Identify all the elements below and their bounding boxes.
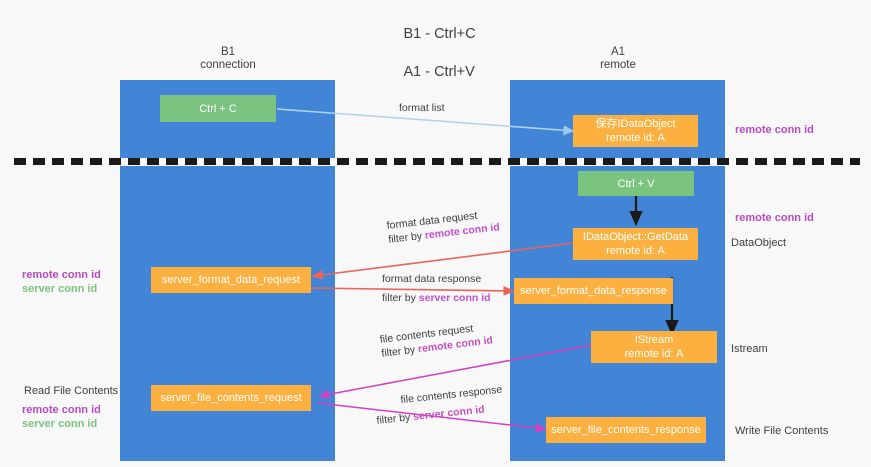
- node-idataobject-getdata-line-1: IDataObject::GetData: [582, 231, 689, 243]
- arrow-file-contents-response: [317, 402, 547, 433]
- node-server-file-contents-request[interactable]: server_file_contents_request: [151, 385, 311, 411]
- node-ctrl-c[interactable]: Ctrl + C: [160, 95, 276, 122]
- title-line-2: A1 - Ctrl+V: [403, 64, 475, 80]
- node-server-file-contents-request-label: server_file_contents_request: [160, 392, 302, 404]
- left-label-read-file-contents: Read File Contents: [24, 385, 119, 397]
- edge-label-format-data-response: format data response filter by server co…: [382, 272, 491, 305]
- node-server-format-data-response-label: server_format_data_response: [520, 285, 667, 297]
- node-idataobject-getdata[interactable]: IDataObject::GetData remote id: A: [573, 228, 698, 260]
- node-server-format-data-response[interactable]: server_format_data_response: [514, 278, 673, 304]
- arrow-file-contents-request: [318, 344, 593, 399]
- right-label-istream: Istream: [731, 343, 768, 355]
- node-server-format-data-request[interactable]: server_format_data_request: [151, 267, 311, 293]
- right-label-remote-conn-id-mid: remote conn id: [735, 212, 814, 224]
- column-header-b1-subtitle: connection: [200, 59, 256, 71]
- node-server-file-contents-response-label: server_file_contents_response: [551, 424, 701, 436]
- column-header-b1: B1 connection: [148, 46, 308, 72]
- column-header-a1-title: A1: [610, 46, 626, 58]
- node-istream-line-2: remote id: A: [624, 348, 684, 360]
- arrow-format-data-request: [311, 242, 575, 280]
- left-label-server-conn-id-mid: server conn id: [22, 283, 98, 295]
- node-server-format-data-request-label: server_format_data_request: [161, 274, 301, 286]
- arrow-format-list: [276, 108, 575, 136]
- edge-label-filter-prefix: filter by: [382, 292, 419, 304]
- node-ctrl-v-line-1: Ctrl + V: [617, 177, 655, 190]
- edge-label-format-list-text: format list: [399, 102, 445, 114]
- node-save-idataobject-line-1: 保存IDataObject: [595, 118, 676, 130]
- right-label-dataobject: DataObject: [731, 237, 787, 249]
- edge-label-filter-prefix: filter by: [375, 411, 414, 427]
- column-header-a1-subtitle: remote: [600, 59, 636, 71]
- edge-label-format-data-response-line-2: filter by server conn id: [382, 291, 491, 305]
- left-label-remote-conn-id-bottom: remote conn id: [22, 404, 101, 416]
- page-title: B1 - Ctrl+C A1 - Ctrl+V: [0, 6, 871, 82]
- lane-b1-bottom: [120, 166, 335, 461]
- right-label-write-file-contents: Write File Contents: [735, 425, 829, 437]
- node-istream[interactable]: IStream remote id: A: [591, 331, 717, 363]
- node-save-idataobject-line-2: remote id: A: [606, 132, 665, 144]
- title-line-1: B1 - Ctrl+C: [403, 26, 476, 42]
- column-header-a1: A1 remote: [538, 46, 698, 72]
- left-label-remote-conn-id-mid: remote conn id: [22, 269, 101, 281]
- node-ctrl-c-line-1: Ctrl + C: [199, 102, 237, 115]
- column-header-b1-title: B1: [220, 46, 236, 58]
- edge-label-format-list: format list: [399, 101, 445, 115]
- node-save-idataobject[interactable]: 保存IDataObject remote id: A: [573, 115, 698, 147]
- lane-a1-bottom: [510, 166, 725, 461]
- edge-label-format-data-response-line-1: format data response: [382, 273, 482, 285]
- node-server-file-contents-response[interactable]: server_file_contents_response: [546, 417, 706, 443]
- edge-label-filter-key: server conn id: [418, 292, 491, 304]
- node-idataobject-getdata-line-2: remote id: A: [606, 245, 665, 257]
- arrow-format-data-response: [310, 285, 515, 296]
- node-ctrl-v[interactable]: Ctrl + V: [578, 171, 694, 196]
- left-label-server-conn-id-bottom: server conn id: [22, 418, 98, 430]
- right-label-remote-conn-id-top: remote conn id: [735, 124, 814, 136]
- node-istream-line-1: IStream: [634, 334, 674, 346]
